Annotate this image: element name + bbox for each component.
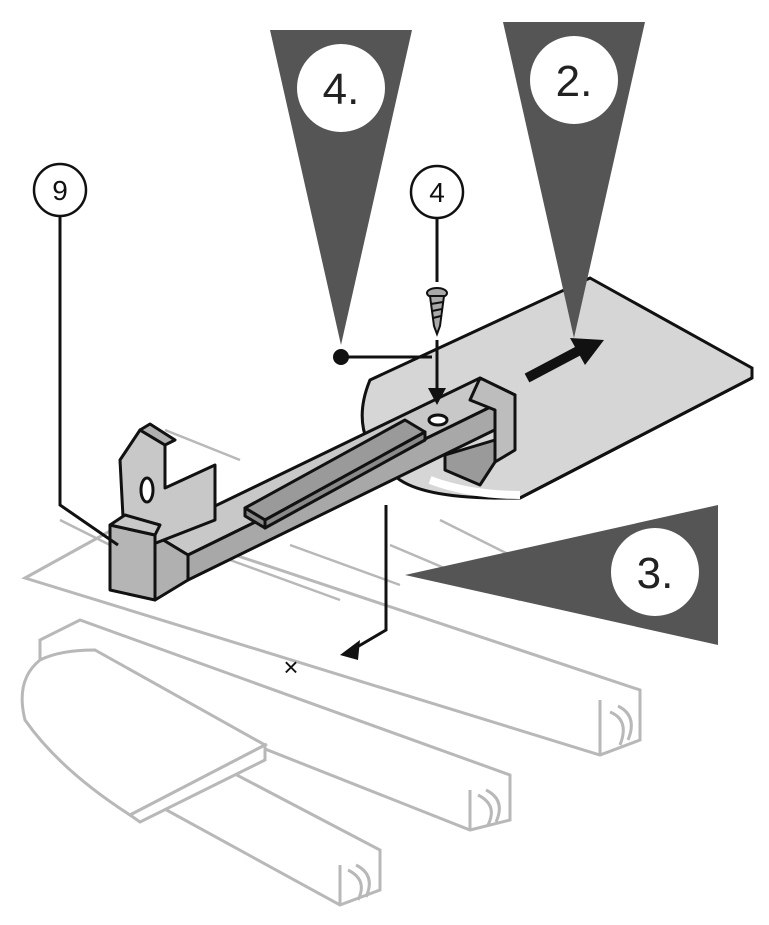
bracket-slot (139, 476, 155, 504)
callout-4: 4 (409, 164, 465, 220)
callout-9: 9 (32, 162, 88, 218)
callout-9-label: 9 (52, 175, 68, 206)
step-3-circle (611, 528, 699, 616)
shoe-outline (20, 648, 269, 824)
screw-hole (427, 413, 449, 427)
screw (426, 287, 448, 337)
step-2-label: 2. (556, 57, 593, 106)
bracket-part (108, 376, 517, 602)
step-4-dot (333, 349, 349, 365)
step-3-label: 3. (637, 549, 674, 598)
step-4-indicator: 4. (270, 30, 412, 345)
board-3 (129, 738, 382, 907)
slide-arrow (524, 338, 604, 383)
position-marker: × (283, 652, 298, 682)
step-4-label: 4. (323, 65, 360, 114)
callout-4-label: 4 (429, 177, 445, 208)
floor-boards (21, 428, 642, 907)
step-3-arrowhead (340, 640, 360, 660)
leader-lines (58, 210, 439, 652)
step-2-indicator: 2. (503, 22, 645, 338)
step-4-circle (297, 44, 385, 132)
step-3-indicator: 3. (405, 505, 718, 645)
step-2-circle (530, 36, 618, 124)
screw-arrowhead (428, 388, 446, 405)
